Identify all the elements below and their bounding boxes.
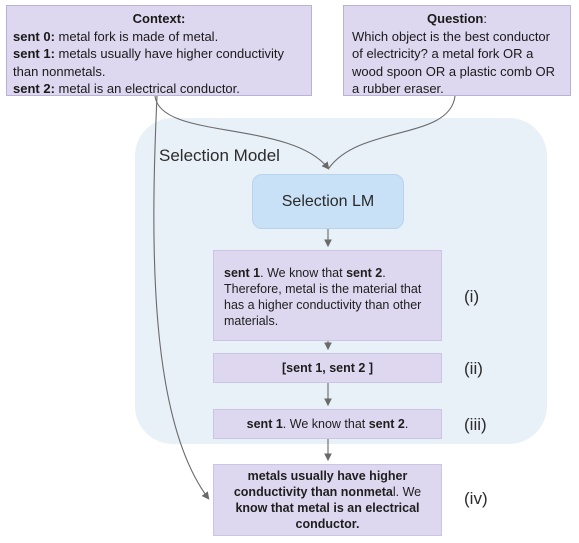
step-iv-box: metals usually have higher conductivity … [213, 464, 442, 536]
step-iii-box: sent 1. We know that sent 2. [213, 409, 442, 439]
selection-lm-box: Selection LM [252, 174, 404, 229]
context-sent-1: sent 1: metals usually have higher condu… [13, 46, 284, 79]
selection-model-label: Selection Model [159, 146, 280, 165]
context-to-final-connector [153, 95, 210, 500]
question-to-lm-connector [328, 95, 456, 169]
step-ii-label: (ii) [464, 359, 483, 378]
context-to-lm-connector [154, 95, 330, 170]
step-i-box: sent 1. We know that sent 2. Therefore, … [213, 250, 442, 341]
question-text: Which object is the best conductor of el… [352, 28, 556, 97]
context-box: Context: sent 0: metal fork is made of m… [6, 5, 312, 96]
context-title: Context: [132, 11, 186, 26]
context-sent-2: sent 2: metal is an electrical conductor… [13, 81, 240, 96]
step-i-label: (i) [464, 287, 480, 306]
step-ii-box: [sent 1, sent 2 ] [213, 353, 442, 383]
question-title: Question: [427, 11, 487, 26]
step-iv-label: (iv) [464, 489, 488, 508]
step-iii-label: (iii) [464, 415, 487, 434]
question-box: Question: Which object is the best condu… [343, 5, 571, 96]
context-sent-0: sent 0: metal fork is made of metal. [13, 28, 219, 44]
